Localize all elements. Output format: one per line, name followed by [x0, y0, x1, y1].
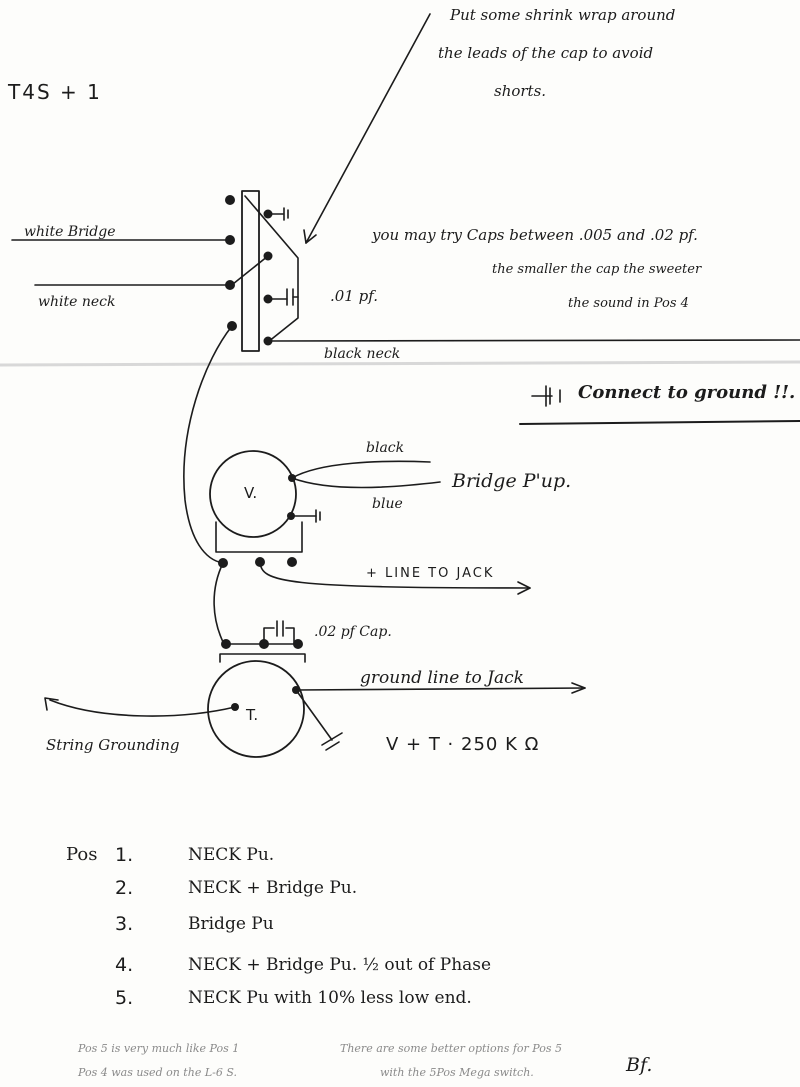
footnote-right-1: There are some better options for Pos 5	[340, 1042, 562, 1055]
cap-01-label: .01 pf.	[330, 287, 379, 305]
cap-02-label: .02 pf Cap.	[314, 624, 392, 640]
tone-pot	[207, 660, 305, 758]
page-title: T4S + 1	[8, 80, 102, 104]
white-bridge-label: white Bridge	[24, 224, 116, 240]
blue-wire-label: blue	[372, 496, 403, 512]
line-to-jack-label: + LINE TO JACK	[366, 566, 495, 581]
footnote-left-2: Pos 4 was used on the L-6 S.	[78, 1066, 237, 1079]
pot-value-note: V + T · 250 K Ω	[386, 734, 540, 755]
black-neck-label: black neck	[324, 346, 401, 362]
author-initials: Bf.	[626, 1054, 653, 1076]
position-description: NECK Pu with 10% less low end.	[188, 988, 472, 1008]
connect-to-ground-note: Connect to ground !!.	[578, 382, 796, 403]
position-number: 5.	[115, 987, 134, 1009]
tone-pot-label: T.	[246, 706, 259, 724]
white-neck-label: white neck	[38, 294, 116, 310]
caps-tip-line-1: you may try Caps between .005 and .02 pf…	[372, 226, 698, 244]
position-number: 2.	[115, 877, 134, 899]
footnote-right-2: with the 5Pos Mega switch.	[380, 1066, 534, 1079]
string-grounding-label: String Grounding	[46, 736, 180, 754]
shrink-wrap-note-line-3: shorts.	[494, 82, 547, 100]
position-number: 1.	[115, 844, 134, 866]
shrink-wrap-arrow	[305, 13, 431, 244]
position-description: NECK + Bridge Pu.	[188, 878, 358, 898]
volume-pot-label: V.	[244, 484, 258, 502]
positions-header: Pos	[66, 844, 98, 865]
caps-tip-line-2: the smaller the cap the sweeter	[492, 262, 702, 277]
position-number: 3.	[115, 913, 134, 935]
ground-line-label: ground line to Jack	[360, 668, 524, 688]
shrink-wrap-note-line-1: Put some shrink wrap around	[450, 6, 676, 24]
shrink-wrap-note-line-2: the leads of the cap to avoid	[438, 44, 654, 62]
footnote-left-1: Pos 5 is very much like Pos 1	[78, 1042, 240, 1055]
selector-switch	[241, 190, 260, 352]
position-description: NECK + Bridge Pu. ½ out of Phase	[188, 955, 492, 975]
caps-tip-line-3: the sound in Pos 4	[568, 296, 689, 311]
position-description: Bridge Pu	[188, 914, 274, 934]
position-number: 4.	[115, 954, 134, 976]
position-description: NECK Pu.	[188, 845, 275, 865]
bridge-pickup-label: Bridge P'up.	[452, 470, 572, 492]
black-wire-label: black	[366, 440, 405, 456]
volume-pot	[209, 450, 297, 538]
